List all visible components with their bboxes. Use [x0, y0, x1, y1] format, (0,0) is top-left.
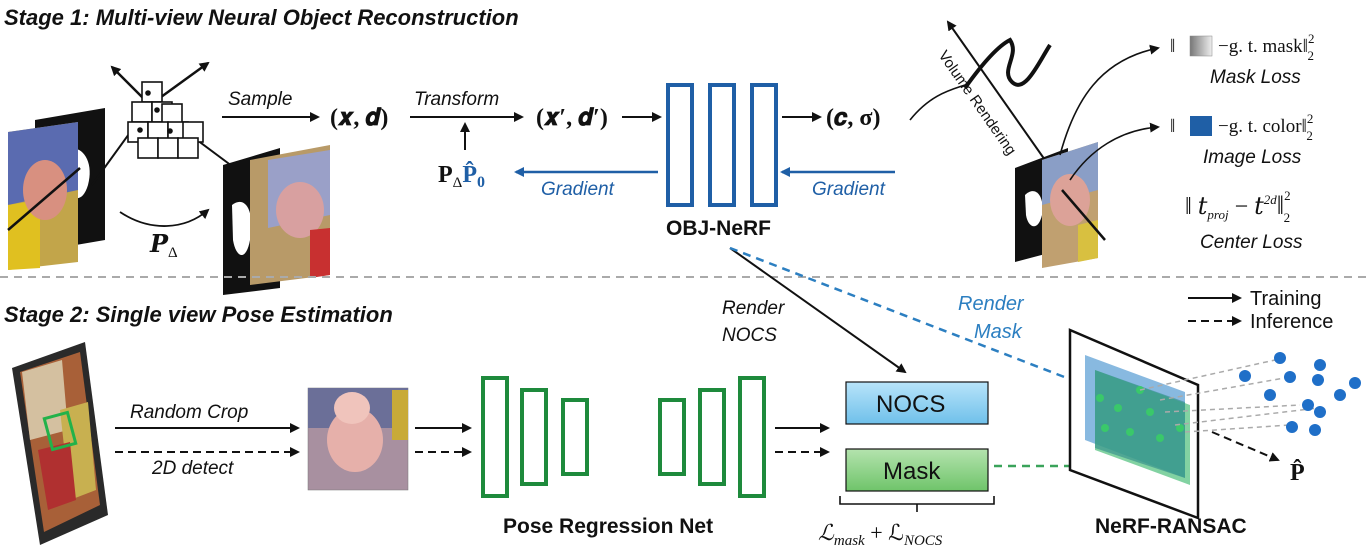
predicted-mask-swatch	[1189, 35, 1213, 57]
sample-label: Sample	[228, 89, 292, 110]
input-views-left	[7, 108, 105, 270]
mask-output-box	[845, 448, 989, 492]
nocs-output-box	[845, 381, 989, 425]
image-loss-name: Image Loss	[1203, 147, 1302, 168]
detect-label: 2D detect	[151, 458, 234, 479]
transform-label: Transform	[414, 89, 499, 110]
ray-xd: (𝒙, 𝒅)	[330, 105, 388, 131]
render-nocs-line1: Render	[722, 298, 785, 319]
camera-sampling-cubes	[91, 61, 241, 186]
input-views-right	[223, 145, 330, 295]
image-loss-arrow	[1069, 122, 1160, 181]
legend-inference: Inference	[1250, 311, 1333, 333]
gradient-label-right: Gradient	[812, 179, 886, 200]
ransac-output-arrow	[1211, 431, 1280, 462]
pose-regression-network	[481, 376, 766, 498]
legend: Training Inference	[1188, 288, 1333, 333]
obj-nerf-network	[666, 83, 778, 207]
render-nocs-line2: NOCS	[722, 325, 777, 346]
random-crop-label: Random Crop	[130, 402, 248, 423]
mask-loss-arrow	[1059, 44, 1160, 156]
loss-brace	[839, 496, 995, 512]
regression-loss: ℒmask + ℒNOCS	[818, 520, 943, 549]
predicted-color-swatch	[1190, 116, 1212, 136]
3d-points	[1239, 352, 1361, 436]
center-loss-name: Center Loss	[1200, 232, 1303, 253]
stage2-title: Stage 2: Single view Pose Estimation	[4, 302, 393, 327]
render-mask-line1: Render	[958, 293, 1025, 315]
input-scene-image	[12, 342, 108, 545]
pose-regression-label: Pose Regression Net	[503, 515, 713, 538]
mask-loss-name: Mask Loss	[1210, 67, 1301, 88]
image-loss-open: ‖	[1170, 116, 1175, 137]
ray-axis	[946, 20, 1046, 161]
ransac-correspondences	[1096, 386, 1184, 442]
gradient-label-left: Gradient	[541, 179, 615, 200]
render-mask-line2: Mask	[974, 321, 1023, 343]
nocs-output-label: NOCS	[876, 391, 945, 418]
ray-xd-prime: (𝒙′, 𝒅′)	[536, 105, 608, 131]
pose-estimate: PΔP̂0	[438, 161, 485, 191]
to-render-curve	[909, 84, 966, 121]
mask-loss-open: ‖	[1170, 36, 1175, 57]
stage1-title: Stage 1: Multi-view Neural Object Recons…	[4, 5, 519, 30]
render-nocs-arrow	[729, 247, 907, 374]
mask-output-label: Mask	[883, 458, 941, 485]
color-density: (𝒄, σ)	[826, 105, 880, 131]
cropped-image	[307, 387, 409, 491]
legend-training: Training	[1250, 288, 1322, 310]
pose-change-arrow	[119, 208, 210, 227]
render-mask-arrow	[729, 246, 1087, 387]
final-pose: P̂	[1290, 459, 1305, 486]
obj-nerf-label: OBJ-NeRF	[666, 217, 771, 240]
p-delta-label: 𝑷Δ	[149, 232, 178, 261]
nerf-ransac-label: NeRF-RANSAC	[1095, 515, 1247, 538]
density-curve	[963, 37, 1052, 90]
rendered-views	[1015, 142, 1106, 268]
ransac-rays	[1139, 359, 1319, 433]
